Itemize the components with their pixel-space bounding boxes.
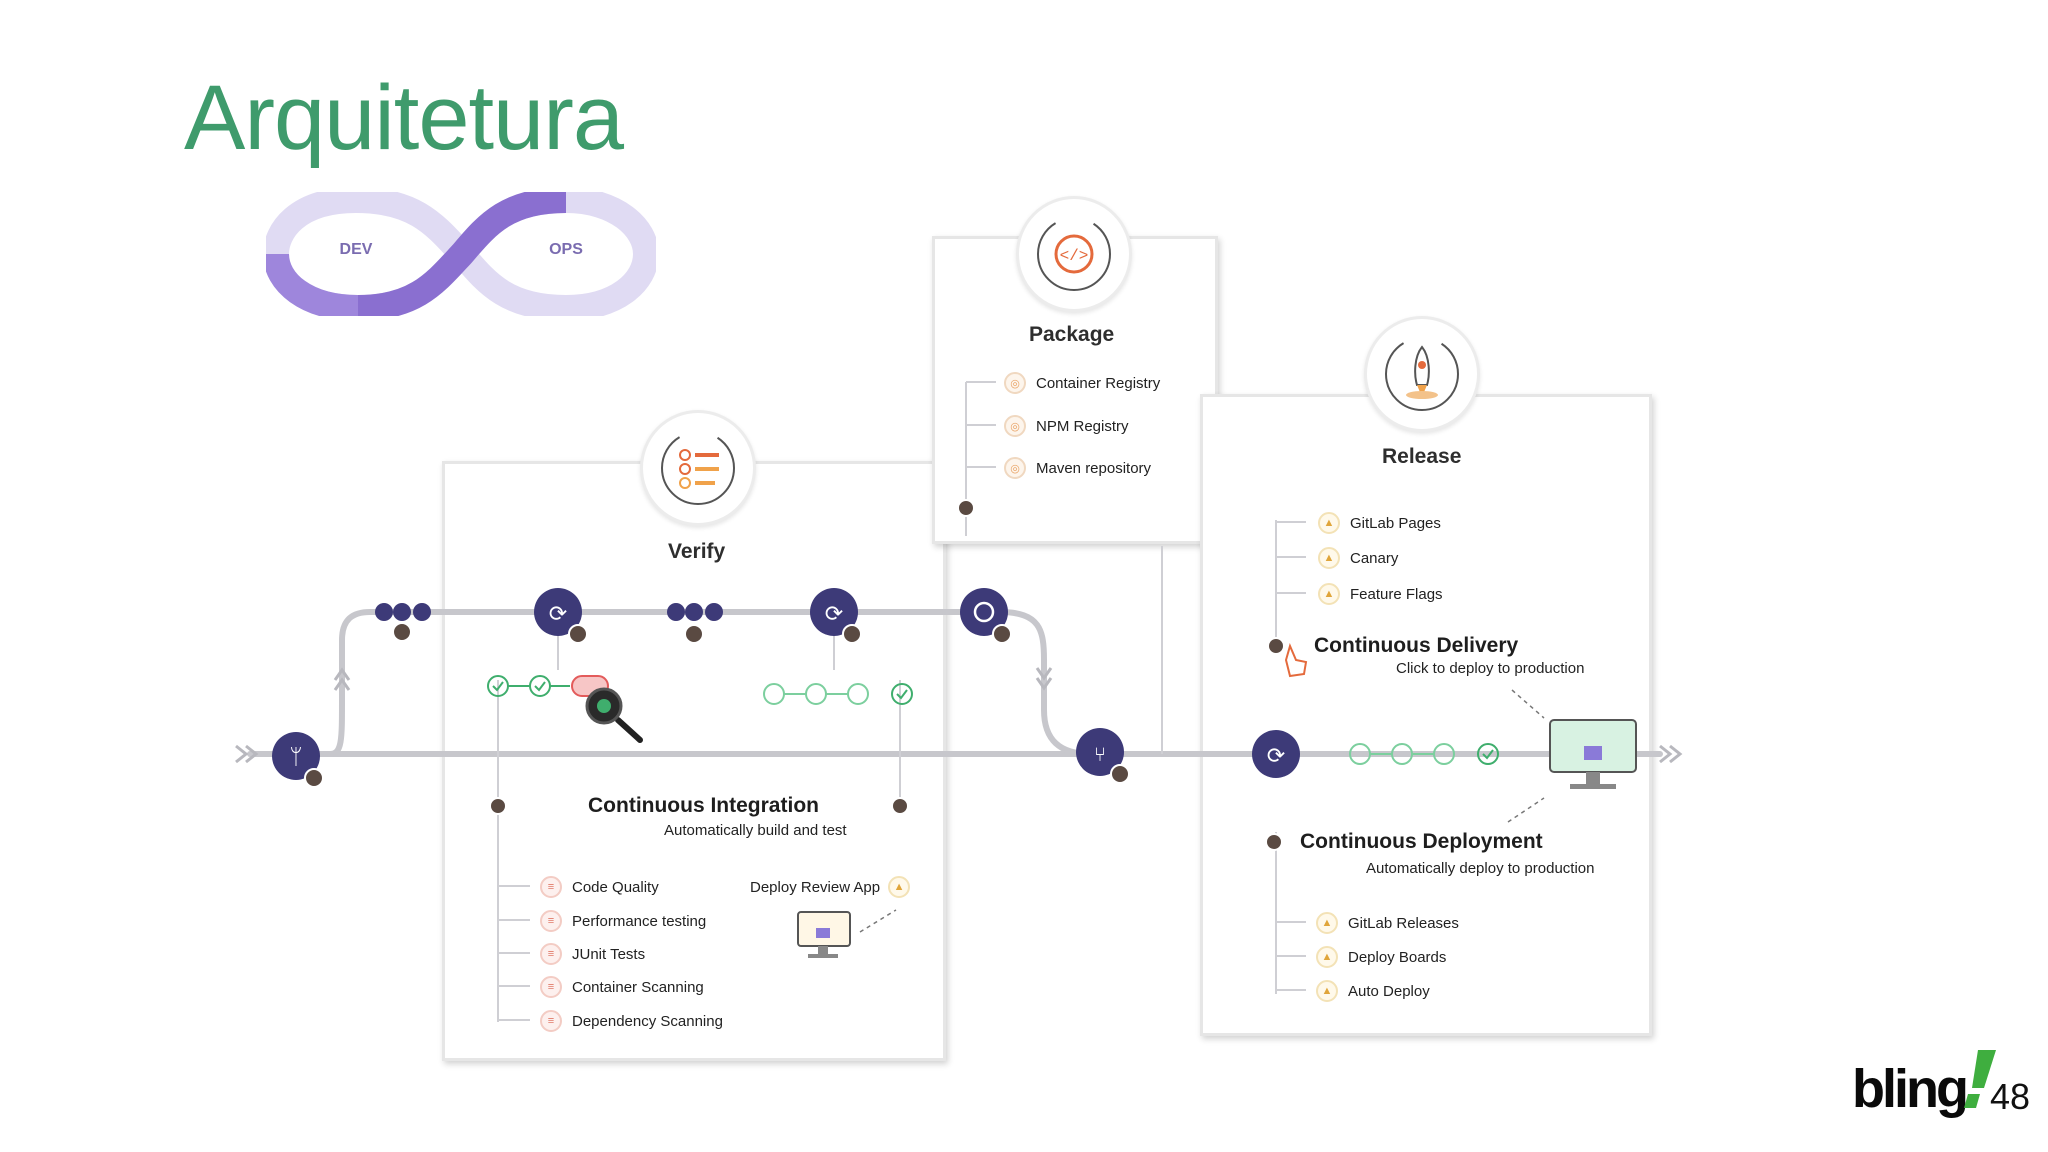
verify-item: ≡Container Scanning <box>540 976 704 998</box>
svg-text:⟳: ⟳ <box>549 602 567 627</box>
cdep-subtitle: Automatically deploy to production <box>1366 860 1595 877</box>
package-item: ◎NPM Registry <box>1004 415 1129 437</box>
monitor-icon <box>797 911 851 958</box>
release-item: ▲Canary <box>1318 547 1398 569</box>
package-item: ◎Container Registry <box>1004 372 1160 394</box>
verify-item: ≡Code Quality <box>540 876 659 898</box>
list-icon: ≡ <box>540 1010 562 1032</box>
rocket-icon: ▲ <box>1318 512 1340 534</box>
svg-text:⑂: ⑂ <box>1094 742 1106 766</box>
bling-logo: bling <box>1852 1059 1969 1119</box>
sync-icon: ⟳ <box>1252 730 1300 778</box>
checklist-icon <box>640 410 756 526</box>
verify-item: ≡JUnit Tests <box>540 943 645 965</box>
svg-text:⟳: ⟳ <box>1267 744 1285 769</box>
code-icon: ◎ <box>1004 372 1026 394</box>
ops-label: OPS <box>549 241 583 258</box>
bug-magnifier-icon <box>585 687 643 743</box>
list-icon: ≡ <box>540 910 562 932</box>
list-icon: ≡ <box>540 976 562 998</box>
release-item: ▲Feature Flags <box>1318 583 1443 605</box>
ci-title: Continuous Integration <box>588 794 819 817</box>
svg-text:ᛘ: ᛘ <box>289 745 302 770</box>
release-item: ▲Auto Deploy <box>1316 980 1430 1002</box>
list-icon: ≡ <box>540 876 562 898</box>
release-title: Release <box>1382 445 1462 468</box>
verify-item: ≡Performance testing <box>540 910 706 932</box>
rocket-icon: ▲ <box>1316 912 1338 934</box>
code-icon: </> <box>1016 196 1132 312</box>
branch-icon: ᛘ <box>272 732 320 780</box>
rocket-icon: ▲ <box>1316 946 1338 968</box>
code-icon: ◎ <box>1004 457 1026 479</box>
package-title: Package <box>1029 323 1115 346</box>
sync-icon: ⟳ <box>534 588 582 636</box>
review-app-item: Deploy Review App▲ <box>750 876 911 898</box>
page-title: Arquitetura <box>184 67 624 169</box>
verify-title: Verify <box>668 540 726 563</box>
page-number: 48 <box>1989 1076 2030 1117</box>
sync-icon: ⟳ <box>810 588 858 636</box>
svg-text:⟳: ⟳ <box>825 602 843 627</box>
verify-item: ≡Dependency Scanning <box>540 1010 723 1032</box>
release-item: ▲Deploy Boards <box>1316 946 1446 968</box>
dev-label: DEV <box>340 241 373 258</box>
release-item: ▲GitLab Pages <box>1318 512 1441 534</box>
release-item: ▲GitLab Releases <box>1316 912 1459 934</box>
svg-text:</>: </> <box>1060 247 1089 265</box>
cd-subtitle: Click to deploy to production <box>1396 660 1585 677</box>
avatar-icon <box>304 499 1285 851</box>
package-item: ◎Maven repository <box>1004 457 1151 479</box>
devops-loop-icon: DEV OPS <box>266 192 656 316</box>
rocket-icon: ▲ <box>1318 583 1340 605</box>
merge-request-icon: ⑂ <box>1076 728 1124 776</box>
rocket-icon: ▲ <box>1318 547 1340 569</box>
pointer-hand-icon <box>1284 643 1308 678</box>
list-icon: ≡ <box>540 943 562 965</box>
rocket-icon: ▲ <box>888 876 911 898</box>
ci-subtitle: Automatically build and test <box>664 822 847 839</box>
cdep-title: Continuous Deployment <box>1300 830 1543 853</box>
code-icon: ◎ <box>1004 415 1026 437</box>
rocket-icon <box>1364 316 1480 432</box>
monitor-icon <box>1549 719 1637 789</box>
logo-mark-icon <box>1964 1050 1996 1108</box>
check-icon <box>960 588 1008 636</box>
rocket-icon: ▲ <box>1316 980 1338 1002</box>
cd-title: Continuous Delivery <box>1314 634 1519 657</box>
